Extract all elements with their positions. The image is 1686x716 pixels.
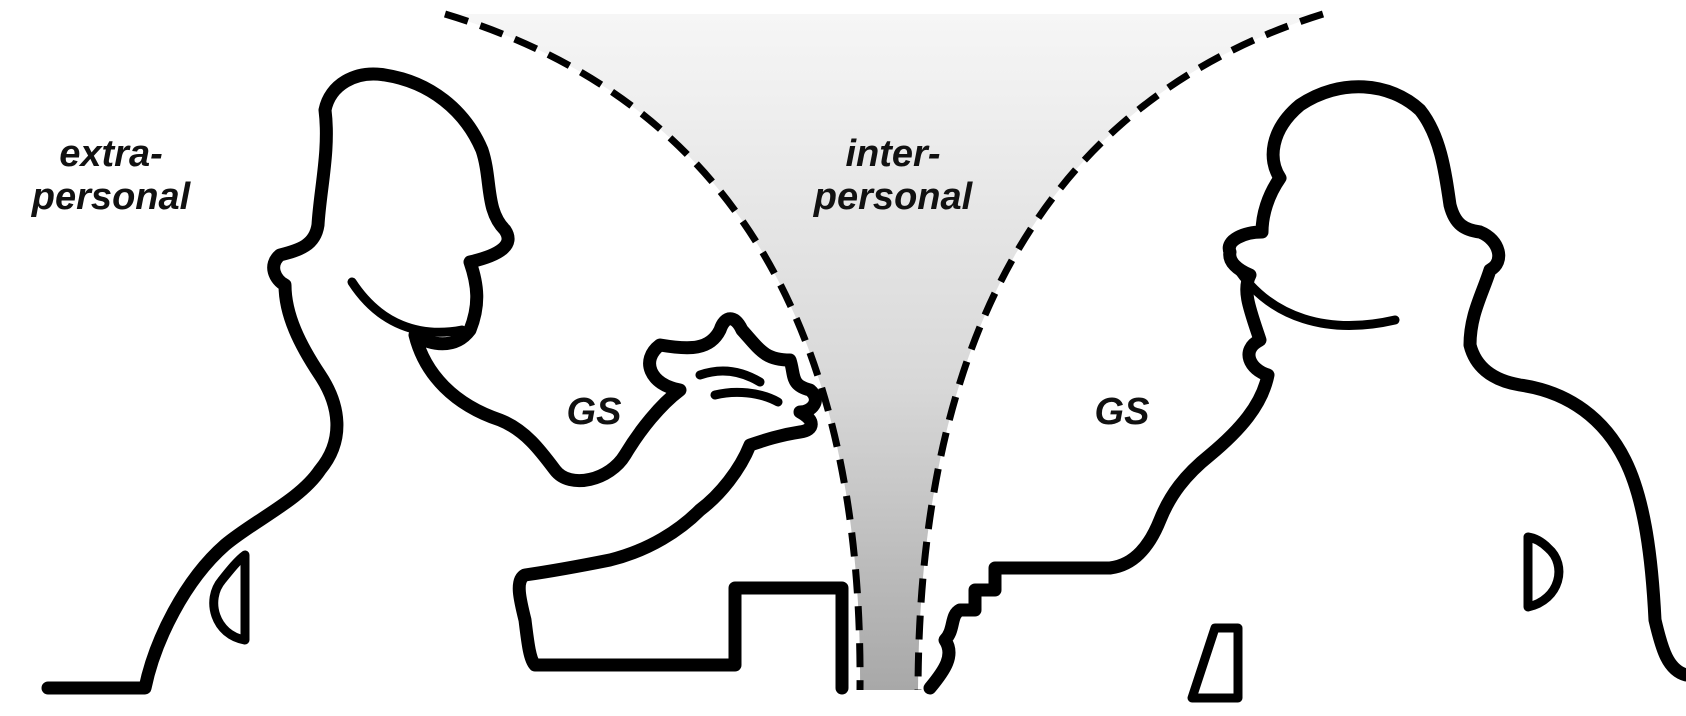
left-person-mouth xyxy=(347,277,467,337)
gs-label-right: GS xyxy=(1094,391,1150,433)
right-person-arm-crease xyxy=(1523,532,1564,612)
right-person-figure xyxy=(923,80,1686,703)
extrapersonal-label: extra- personal xyxy=(18,133,204,219)
right-person-outline xyxy=(923,80,1686,695)
interpersonal-label-line1: inter- xyxy=(845,133,941,175)
interpersonal-zone xyxy=(445,14,1323,690)
right-person-mouth xyxy=(1230,260,1400,330)
left-person-fingers xyxy=(695,366,783,407)
gs-label-left: GS xyxy=(566,391,622,433)
left-person-arm-crease xyxy=(209,550,250,645)
interpersonal-label: inter- personal xyxy=(800,133,986,219)
left-person-figure xyxy=(41,67,849,695)
left-person-outline xyxy=(41,67,849,695)
interpersonal-label-line2: personal xyxy=(813,176,973,218)
right-person-fold xyxy=(1187,623,1243,703)
interpersonal-boundary-left xyxy=(443,10,864,691)
interpersonal-boundary-right xyxy=(914,10,1325,691)
extrapersonal-label-line2: personal xyxy=(31,176,191,218)
extrapersonal-label-line1: extra- xyxy=(59,133,163,175)
